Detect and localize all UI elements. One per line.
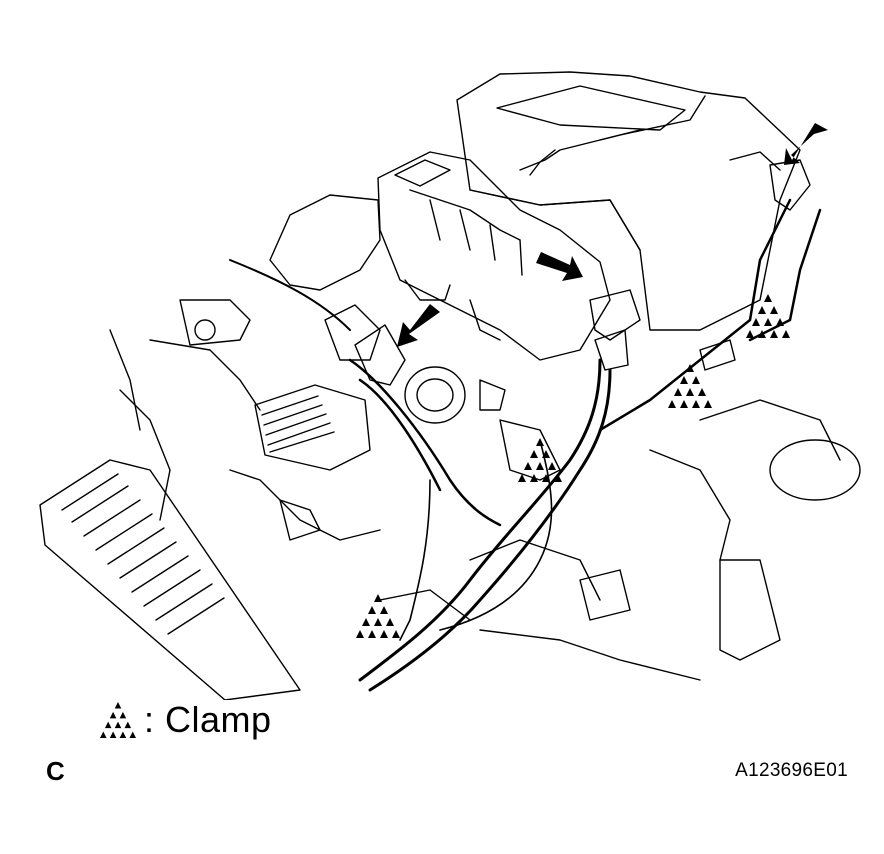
legend: : Clamp — [96, 698, 272, 742]
control-module — [229, 384, 381, 541]
fuse-block — [377, 151, 611, 361]
right-side-components — [379, 399, 861, 681]
engine-block — [109, 194, 561, 521]
clamp-triangle-icon — [668, 364, 712, 408]
arrow-icon — [536, 252, 583, 281]
clamp-triangle-icon — [746, 294, 790, 338]
clamp-triangle-icon — [518, 438, 562, 482]
connectors — [324, 159, 811, 621]
arrow-icon — [397, 304, 440, 347]
clamp-triangle-icon — [100, 702, 136, 738]
arrow-icon — [784, 123, 828, 165]
wire-harness — [229, 198, 822, 692]
arrow-icons — [397, 123, 828, 347]
battery — [456, 71, 801, 331]
clamp-markers — [356, 294, 790, 638]
engine-bay-illustration — [39, 71, 861, 700]
figure-id: A123696E01 — [735, 760, 848, 781]
legend-label: : Clamp — [144, 699, 272, 740]
view-label: C — [46, 756, 65, 786]
accelerator-pedal — [39, 459, 301, 700]
clamp-triangle-icon — [356, 594, 400, 638]
